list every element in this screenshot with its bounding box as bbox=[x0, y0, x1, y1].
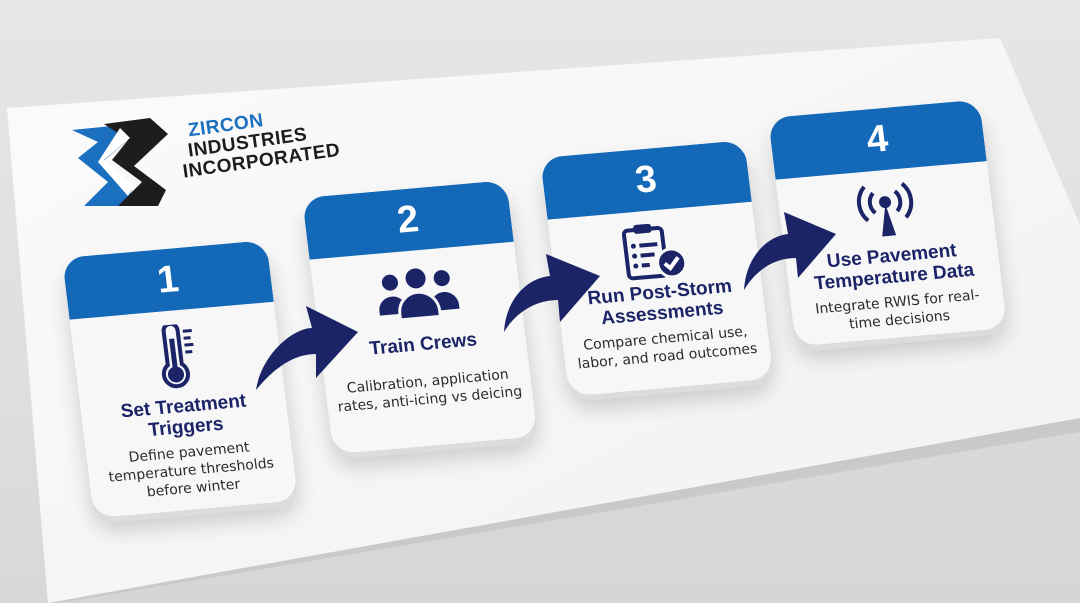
step-card-2: 2 Train Crews Calibration, application r… bbox=[302, 180, 538, 455]
company-logo: ZIRCON INDUSTRIES INCORPORATED bbox=[72, 110, 342, 206]
radio-tower-icon bbox=[856, 182, 914, 237]
thermometer-icon bbox=[161, 322, 194, 389]
zircon-z-mark-icon bbox=[72, 118, 168, 206]
clipboard-check-icon bbox=[621, 223, 687, 281]
arrow-step-1-to-2 bbox=[256, 306, 358, 390]
arrow-step-3-to-4 bbox=[744, 212, 836, 290]
people-group-icon bbox=[378, 268, 460, 322]
step-card-3: 3 Run Post-Storm Assessments Compare che… bbox=[540, 140, 774, 397]
arrow-step-2-to-3 bbox=[504, 254, 600, 332]
step-card-1: 1 Set Treatment Triggers Define pavement… bbox=[62, 240, 299, 519]
step-card-4: 4 Use Pavement Temperature Data Integrat… bbox=[768, 99, 1008, 347]
